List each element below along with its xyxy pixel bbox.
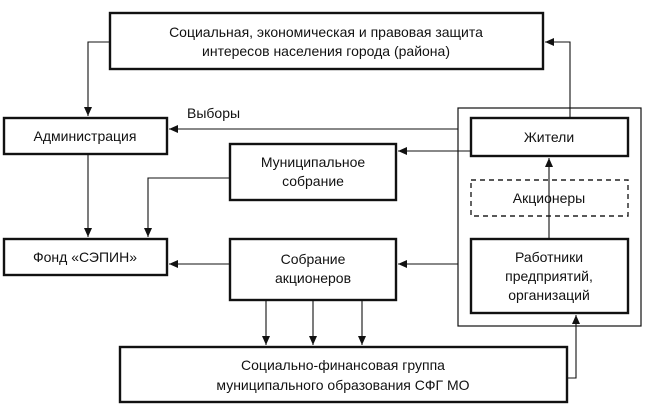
municipal-assembly-box: Муниципальное собрание bbox=[228, 142, 398, 202]
workers-box: Работники предприятий, организаций bbox=[469, 237, 630, 315]
fund-box-label: Фонд «СЭПИН» bbox=[33, 249, 137, 265]
arrow-protection-to-administration bbox=[84, 41, 110, 116]
shareholders-meeting-box: Собрание акционеров bbox=[228, 237, 398, 302]
municipal-assembly-box-line-2: собрание bbox=[282, 173, 344, 189]
administration-box: Администрация bbox=[2, 116, 169, 156]
residents-box: Жители bbox=[469, 116, 630, 158]
municipal-assembly-box-line-1: Муниципальное bbox=[261, 154, 366, 170]
residents-box-label: Жители bbox=[524, 129, 574, 145]
protection-box-line-2: интересов населения города (района) bbox=[202, 43, 450, 59]
arrow-residents-to-protection bbox=[545, 38, 571, 118]
arrow-municipal-assembly-to-fund bbox=[144, 177, 230, 237]
sfg-box-line-2: муниципального образования СФГ МО bbox=[216, 377, 469, 393]
elections-edge-label: Выборы bbox=[187, 105, 240, 121]
population-group-frame bbox=[457, 107, 642, 327]
shareholders-meeting-box-line-2: акционеров bbox=[275, 270, 351, 286]
workers-box-line-2: предприятий, bbox=[505, 268, 593, 284]
administration-box-label: Администрация bbox=[34, 128, 137, 144]
protection-box-line-1: Социальная, экономическая и правовая защ… bbox=[169, 24, 483, 40]
fund-box: Фонд «СЭПИН» bbox=[2, 237, 169, 277]
sfg-box-line-1: Социально-финансовая группа bbox=[241, 357, 445, 373]
protection-box: Социальная, экономическая и правовая защ… bbox=[108, 11, 545, 71]
shareholders-meeting-box-line-1: Собрание bbox=[281, 251, 346, 267]
arrow-sfg-to-workers bbox=[567, 315, 580, 379]
workers-box-line-1: Работники bbox=[515, 249, 583, 265]
workers-box-line-3: организаций bbox=[508, 287, 590, 303]
sfg-box: Социально-финансовая группа муниципально… bbox=[118, 345, 569, 404]
